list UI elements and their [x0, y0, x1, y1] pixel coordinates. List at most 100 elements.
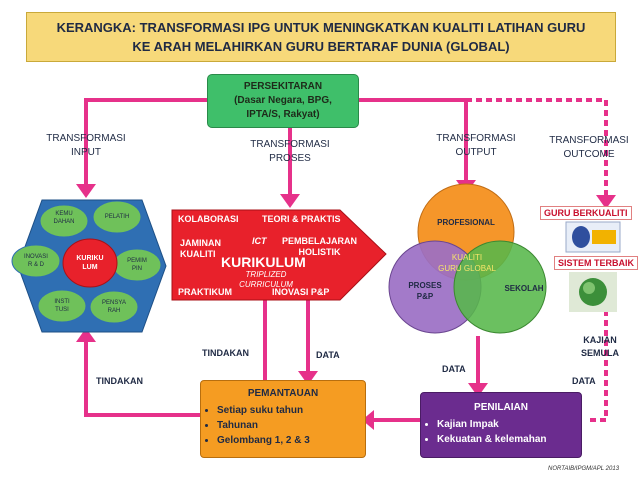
cur-pembelajaran-line1: PEMBELAJARAN [282, 236, 358, 246]
environment-title: PERSEKITARAN [243, 81, 323, 92]
hex-pemimpin-line2: PIN [131, 266, 142, 272]
arrowhead-to-monitor [362, 410, 374, 430]
hex-institusi-line2: TUSI [55, 307, 69, 313]
arrow-env-to-outcome [466, 98, 608, 195]
outcome-sistem-terbaik: SISTEM TERBAIK [554, 256, 638, 270]
label-input-line2: INPUT [71, 147, 101, 158]
environment-line-2: (Dasar Negara, BPG, [234, 95, 332, 106]
venn-proses-line2: P&P [416, 292, 434, 301]
petal-inovasi [11, 244, 61, 278]
label-outcome-line1: TRANSFORMASI [549, 135, 629, 146]
environment-box: PERSEKITARAN (Dasar Negara, BPG, IPTA/S,… [207, 74, 359, 128]
venn-sekolah [453, 240, 547, 334]
cur-pembelajaran-line2: HOLISTIK [298, 247, 341, 257]
hex-center-line2: LUM [82, 264, 98, 271]
monitoring-title: PEMANTAUAN [247, 388, 319, 399]
petal-kemudahan [39, 204, 89, 238]
arrow-outcome-down [586, 300, 608, 422]
assessment-list: Kajian Impak Kekuatan & kelemahan [421, 417, 581, 447]
hex-pensyarah-line1: PENSYA [102, 300, 126, 306]
outcome-kajian-semula: KAJIAN SEMULA [570, 334, 630, 360]
arrow-group-bottom [84, 298, 608, 422]
monitoring-item: Gelombang 1, 2 & 3 [217, 433, 365, 448]
arrowhead-to-input [76, 328, 96, 342]
hex-item-pelatih: PELATIH [93, 213, 141, 221]
hex-pemimpin-line1: PEMIM [127, 258, 147, 264]
flow-data-right: DATA [442, 364, 466, 374]
hex-pensyarah-line2: RAH [107, 308, 121, 314]
title-line-1: KERANGKA: TRANSFORMASI IPG UNTUK MENINGK… [56, 20, 586, 35]
cur-jaminan-line2: KUALITI [180, 249, 216, 259]
venn-label-kualiti-guru-global: KUALITI GURU GLOBAL [432, 252, 502, 274]
hex-center-kurikulum: KURIKU LUM [64, 254, 116, 272]
cur-ict: ICT [252, 236, 267, 246]
hex-item-kemudahan: KEMU DAHAN [40, 210, 88, 226]
outcome-globe-image [569, 272, 617, 312]
environment-line-3: IPTA/S, Rakyat) [246, 109, 320, 120]
monitoring-list: Setiap suku tahun Tahunan Gelombang 1, 2… [201, 403, 365, 448]
arrow-monitor-to-input [84, 340, 200, 417]
assessment-title: PENILAIAN [474, 402, 528, 413]
assessment-box: PENILAIAN Kajian Impak Kekuatan & kelema… [420, 392, 582, 458]
kajian-semula-line2: SEMULA [581, 348, 619, 358]
label-output-line1: TRANSFORMASI [436, 133, 516, 144]
arrowhead-data-down [298, 371, 318, 385]
venn-label-proses: PROSES P&P [398, 280, 452, 302]
credit-text: NORTAIB/IPGM/APL 2013 [548, 466, 620, 472]
hex-item-pemimpin: PEMIM PIN [113, 257, 161, 273]
cur-jaminan-kualiti: JAMINAN KUALITI [180, 238, 221, 260]
hex-kemudahan-line2: DAHAN [53, 219, 75, 225]
cur-praktikum: PRAKTIKUM [178, 287, 232, 297]
monitoring-item: Tahunan [217, 418, 365, 433]
cur-jaminan-line1: JAMINAN [180, 238, 222, 248]
label-outcome-line2: OUTCOME [563, 149, 615, 160]
arrowhead-outcome [596, 195, 616, 209]
hex-item-pensyarah: PENSYA RAH [90, 299, 138, 315]
petal-pelatih [92, 200, 142, 234]
cur-kolaborasi: KOLABORASI [178, 214, 239, 224]
cur-pembelajaran-holistik: PEMBELAJARAN HOLISTIK [282, 236, 357, 258]
label-proses-line2: PROSES [269, 153, 311, 164]
hex-kemudahan-line1: KEMU [55, 211, 73, 217]
venn-diagram [388, 183, 547, 334]
arrow-env-to-input [84, 98, 207, 186]
kajian-semula-line1: KAJIAN [583, 335, 617, 345]
label-transformasi-proses: TRANSFORMASI PROSES [238, 138, 342, 166]
venn-center-line2: GURU GLOBAL [438, 264, 496, 273]
hex-institusi-line1: INSTI [54, 299, 70, 305]
label-output-line2: OUTPUT [455, 147, 497, 158]
flow-data-far: DATA [572, 376, 596, 386]
hex-inovasi-line2: R & D [27, 262, 44, 268]
assessment-item: Kekuatan & kelemahan [437, 432, 581, 447]
flow-tindakan-mid: TINDAKAN [202, 348, 249, 358]
center-kurikulum [62, 238, 118, 288]
input-hexagon [11, 199, 167, 333]
arrowhead-process [280, 194, 300, 208]
petal-pensyarah [89, 290, 139, 324]
hex-item-inovasi: INOVASI R & D [12, 253, 60, 269]
monitoring-item: Setiap suku tahun [217, 403, 365, 418]
curriculum-arrow-shape [171, 209, 387, 301]
hex-item-institusi: INSTI TUSI [38, 298, 86, 314]
venn-label-profesional: PROFESIONAL [437, 218, 495, 227]
label-proses-line1: TRANSFORMASI [250, 139, 330, 150]
outcome-guru-berkualiti: GURU BERKUALITI [540, 206, 632, 220]
hex-pelatih-line1: PELATIH [104, 214, 130, 220]
hex-center-line1: KURIKU [76, 255, 104, 262]
venn-label-sekolah: SEKOLAH [504, 284, 544, 293]
cur-inovasi-pp: INOVASI P&P [272, 287, 330, 297]
assessment-item: Kajian Impak [437, 417, 581, 432]
cur-triplized-line1: TRIPLIZED [245, 270, 287, 279]
arrowhead-input [76, 184, 96, 198]
arrowhead-venn-data [468, 383, 488, 397]
venn-proses-line1: PROSES [408, 281, 442, 290]
cur-triplized: TRIPLIZED CURRICULUM [236, 270, 296, 290]
label-input-line1: TRANSFORMASI [46, 133, 126, 144]
flow-data-mid: DATA [316, 350, 340, 360]
petal-institusi [37, 289, 87, 323]
label-transformasi-input: TRANSFORMASI INPUT [34, 132, 138, 160]
venn-center-line1: KUALITI [451, 253, 483, 262]
flow-tindakan-left: TINDAKAN [96, 376, 143, 386]
outcome-logo-image [565, 221, 621, 253]
